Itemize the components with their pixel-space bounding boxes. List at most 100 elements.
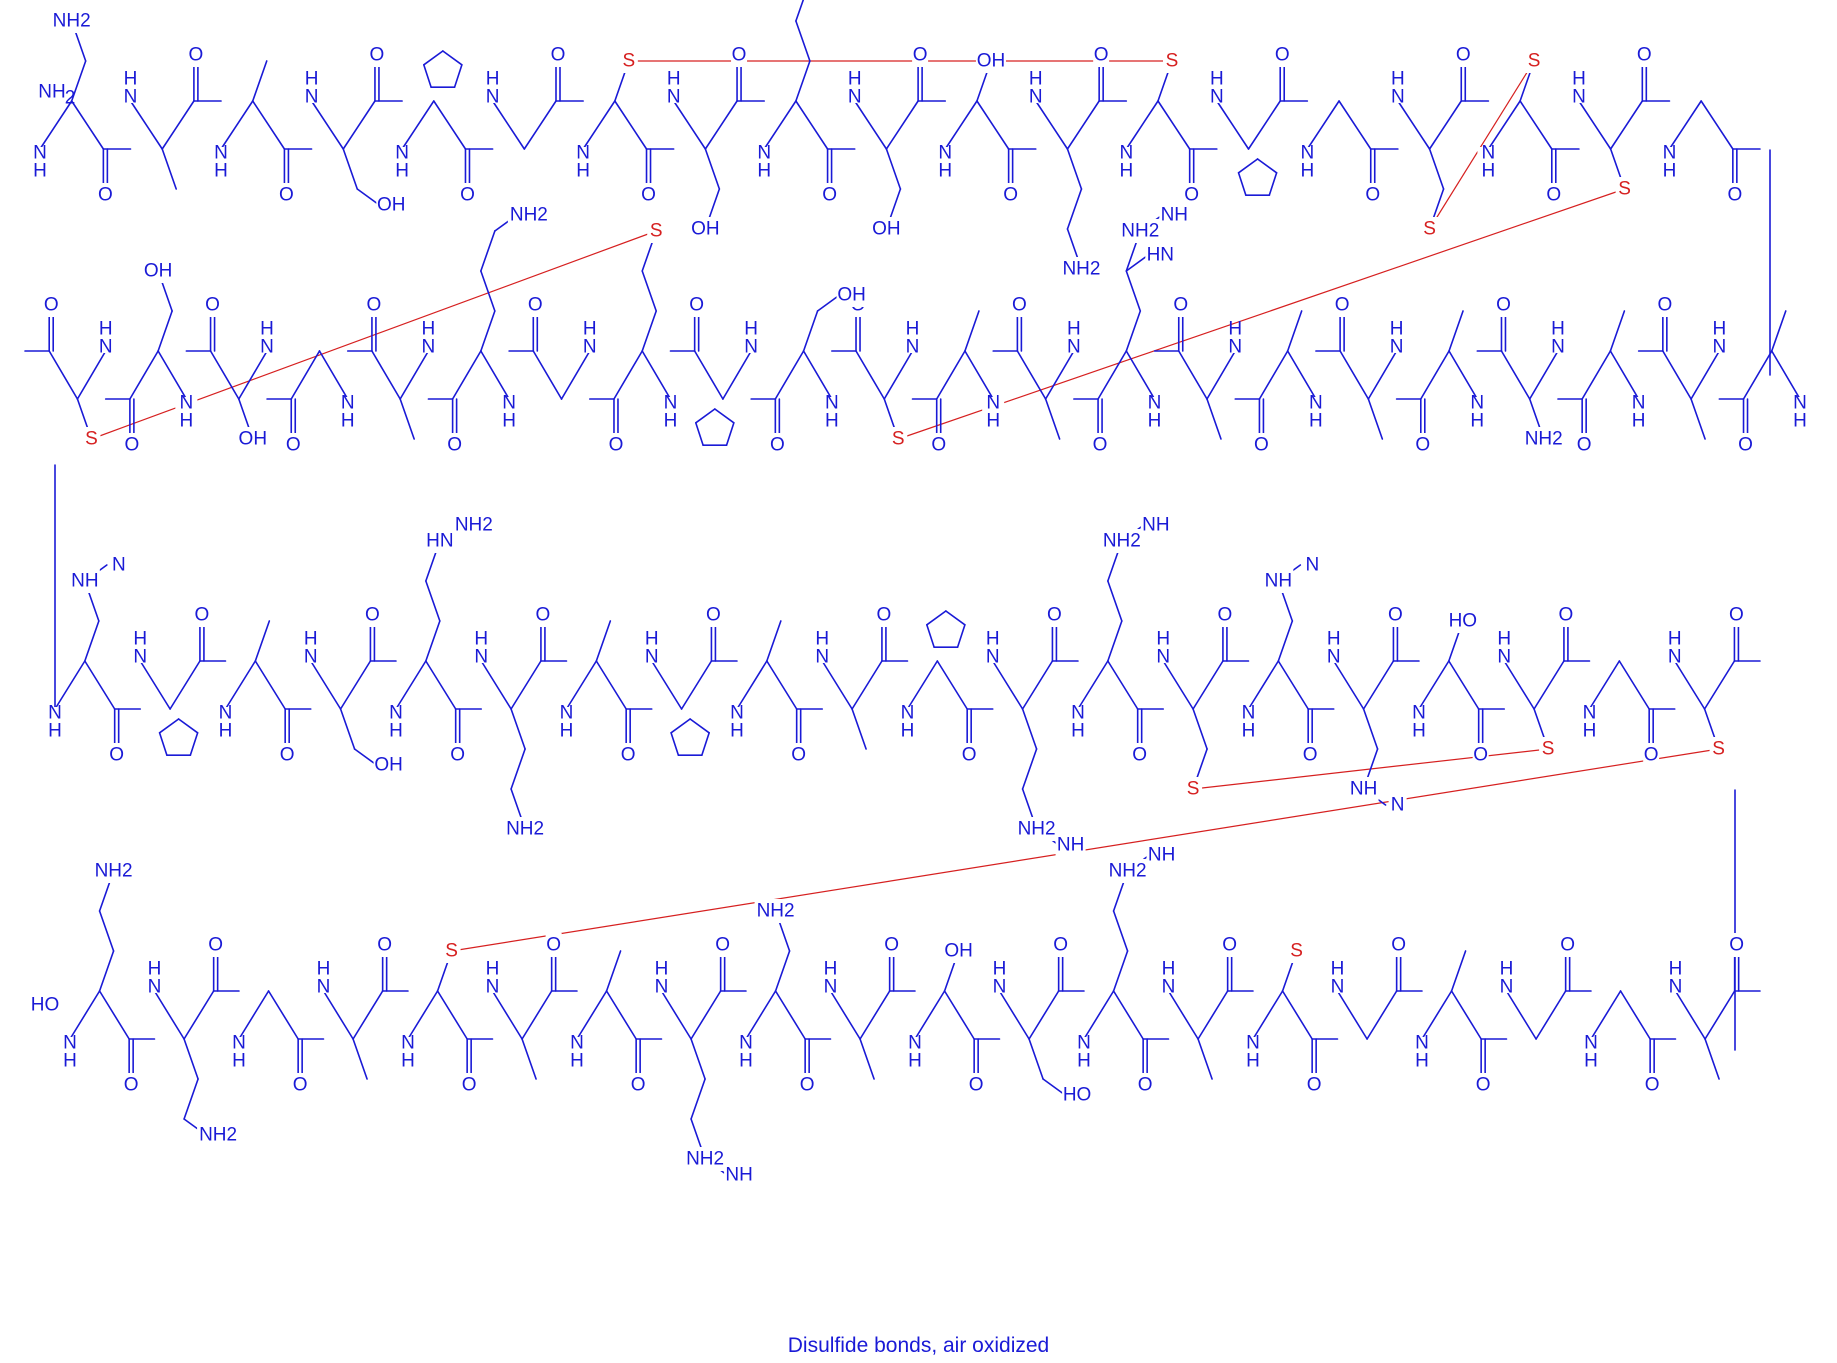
label-background xyxy=(82,427,101,451)
label-background xyxy=(1789,397,1811,421)
row2-res5-amide-n: N xyxy=(474,647,488,668)
row0-res18-ca-c-bond xyxy=(1700,100,1734,150)
row0-res10-n-ca-bond xyxy=(944,100,978,150)
row1-res10-n-ca-bond xyxy=(964,350,994,400)
row1-res21-sidechain-atom-0: S xyxy=(85,429,98,450)
row2-res13-sidechain-atom-1: S xyxy=(1187,779,1200,800)
row2-res19-n-ca-bond xyxy=(1673,660,1706,710)
row0-res14-ca-c-bond xyxy=(1338,100,1372,150)
row0-res14-amide-n: N xyxy=(1301,143,1315,164)
row3-res2-amide-n: N xyxy=(232,1033,246,1054)
row3-res10-carbonyl-o: O xyxy=(969,1075,984,1096)
row2-res15-amide-n: N xyxy=(1327,647,1341,668)
row3-res18-amide-n: N xyxy=(1584,1033,1598,1054)
row0-res9-sidechain-atom-1: OH xyxy=(872,219,901,240)
row3-res2-amide-h: H xyxy=(232,1051,246,1072)
row2-res5-sidechain-bond-1 xyxy=(510,748,526,790)
row2-res14-ca-c-bond xyxy=(1277,660,1309,710)
row2-res0-sidechain-atom-1: NH xyxy=(71,571,98,592)
row0-res16-n-ca-bond xyxy=(1487,100,1521,150)
label-background xyxy=(1475,1073,1492,1097)
row3-res15-n-ca-bond xyxy=(1336,990,1368,1040)
row3-res11-carbonyl-o: O xyxy=(1053,935,1068,956)
label-background xyxy=(69,569,100,593)
row2-res9-amide-h: H xyxy=(815,629,829,650)
row2-res10-carbonyl-o: O xyxy=(962,745,977,766)
row0-res15-amide-h: H xyxy=(1391,69,1405,90)
row0-res11-carbonyl-o: O xyxy=(1094,45,1109,66)
row3-res7-ca-c-bond xyxy=(690,990,722,1040)
row0-res18-n-ca-bond xyxy=(1668,100,1702,150)
row0-res17-amide-n: N xyxy=(1572,87,1586,108)
row1-res16-n-ca-bond xyxy=(480,350,510,400)
label-background xyxy=(982,397,1005,421)
row2-res14-n-ca-bond xyxy=(1247,660,1280,710)
row3-res1-amide-h: H xyxy=(148,959,162,980)
row1-res14-amide-n: N xyxy=(664,393,678,414)
row3-res7-sidechain-branch-atom-2: NH xyxy=(725,1165,752,1186)
label-background xyxy=(175,397,198,421)
row3-res14-sidechain-atom-0: S xyxy=(1290,941,1303,962)
row0-res4-carbonyl-o: O xyxy=(460,185,475,206)
row0-res4-proline-ring-bond xyxy=(453,64,463,88)
row3-res19-n-ca-bond xyxy=(1674,990,1706,1040)
label-background xyxy=(1137,1073,1154,1097)
row1-res4-amide-n: N xyxy=(1470,393,1484,414)
row1-res3-carbonyl-o: O xyxy=(1496,295,1511,316)
label-background xyxy=(1172,293,1189,317)
row3-res13-amide-h: H xyxy=(1162,959,1176,980)
row3-res10-amide-n: N xyxy=(908,1033,922,1054)
row2-res1-carbonyl-o: O xyxy=(195,605,210,626)
label-background xyxy=(640,639,663,663)
row3-res18-carbonyl-o: O xyxy=(1645,1075,1660,1096)
row2-res2-carbonyl-o: O xyxy=(280,745,295,766)
row2-res12-carbonyl-o: O xyxy=(1132,745,1147,766)
label-background xyxy=(1658,147,1681,171)
label-background xyxy=(1477,147,1500,171)
atom-label-layer: ONHNH2ONHONHONHOHONHONHONHSONHOHONHNH2ON… xyxy=(29,9,1811,1187)
row1-res15-ca-c-bond xyxy=(532,350,563,400)
label-background xyxy=(59,1037,81,1061)
row0-res15-ca-c-bond xyxy=(1428,100,1463,150)
label-background xyxy=(821,183,838,207)
row1-res18-n-ca-bond xyxy=(318,350,349,400)
row3-res0-carbonyl-o: O xyxy=(124,1075,139,1096)
row3-res13-carbonyl-o: O xyxy=(1222,935,1237,956)
label-background xyxy=(109,553,128,577)
row3-res4-carbonyl-o: O xyxy=(462,1075,477,1096)
row0-res4-proline-ring-bond xyxy=(423,50,444,66)
row3-res16-amide-h: H xyxy=(1415,1051,1429,1072)
label-background xyxy=(1115,147,1138,171)
row1-res20-sidechain-bond-0 xyxy=(157,310,173,352)
row0-res17-ca-c-bond xyxy=(1609,100,1644,150)
row0-res0-n-ca-bond xyxy=(39,100,73,150)
row1-res8-n-ca-bond xyxy=(1125,350,1156,400)
label-background xyxy=(790,743,807,767)
row0-res12-carbonyl-o: O xyxy=(1184,185,1199,206)
label-background xyxy=(1728,933,1745,957)
row2-res5-n-ca-bond xyxy=(480,660,512,710)
row0-res2-amide-n: N xyxy=(214,143,228,164)
label-background xyxy=(1728,603,1745,627)
row2-res17-n-ca-bond xyxy=(1503,660,1535,710)
row3-res8-amide-n: N xyxy=(739,1033,753,1054)
row0-res13-n-ca-bond xyxy=(1216,100,1250,150)
label-background xyxy=(364,603,381,627)
row0-res8-sidechain-bond-1 xyxy=(795,20,811,62)
label-background xyxy=(705,603,722,627)
row2-res17-carbonyl-o: O xyxy=(1559,605,1574,626)
row2-res0-n-ca-bond xyxy=(54,660,86,710)
row3-res11-sidechain-branch-atom-0: HO xyxy=(1063,1085,1092,1106)
row0-res15-sidechain-atom-1: S xyxy=(1423,219,1436,240)
row0-res13-amide-h: H xyxy=(1210,69,1224,90)
row0-res8-carbonyl-o: O xyxy=(822,185,837,206)
row2-res1-ca-c-bond xyxy=(169,660,201,710)
row2-res11-n-ca-bond xyxy=(991,660,1024,710)
row2-res6-amide-h: H xyxy=(560,721,574,742)
row2-res9-ca-c-bond xyxy=(851,660,883,710)
row2-res10-n-ca-bond xyxy=(906,660,939,710)
row0-res6-amide-h: H xyxy=(576,161,590,182)
row2-res9-sidechain-bond-0 xyxy=(851,708,867,750)
row1-res19-carbonyl-o: O xyxy=(205,295,220,316)
row1-res13-proline-ring-bond xyxy=(725,422,735,446)
